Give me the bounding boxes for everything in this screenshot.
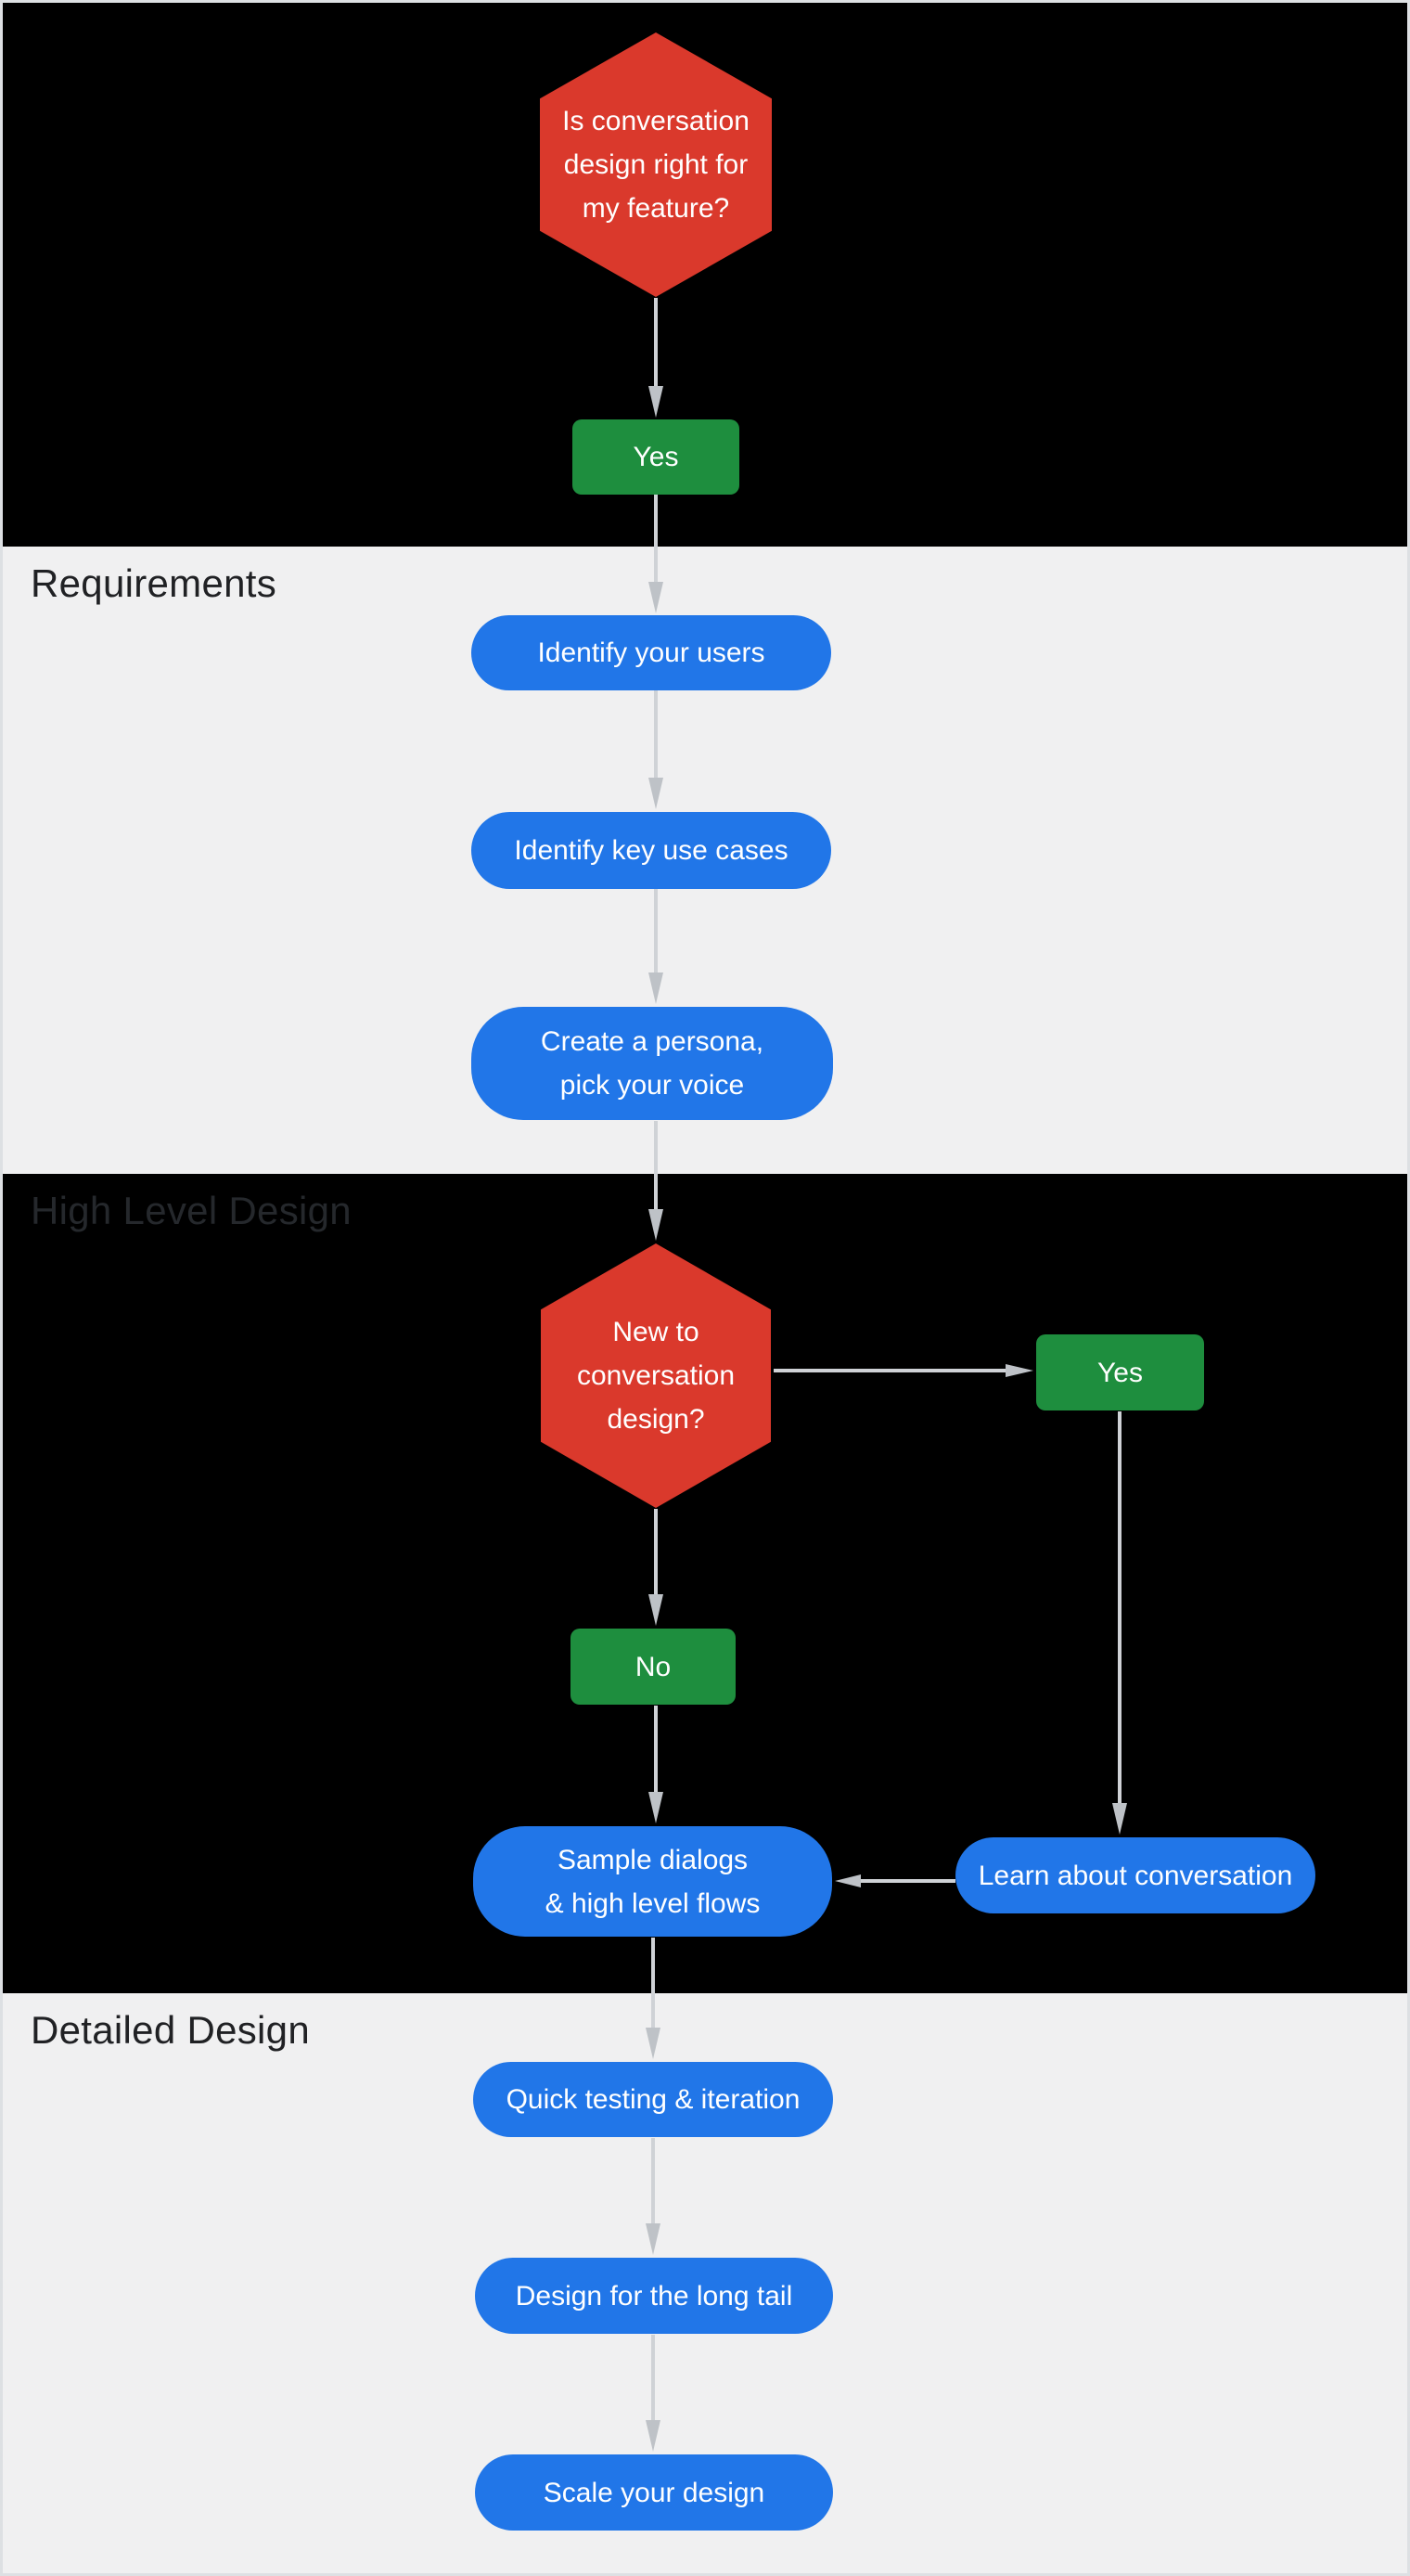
answer-yes-new[interactable]: Yes — [1036, 1334, 1204, 1410]
step-quick-testing-iteration[interactable]: Quick testing & iteration — [473, 2062, 833, 2137]
answer-label: No — [634, 1651, 672, 1682]
step-label: Identify your users — [537, 638, 765, 668]
decision-line: New to — [612, 1317, 699, 1347]
step-line: pick your voice — [559, 1070, 745, 1101]
step-identify-key-use-cases[interactable]: Identify key use cases — [471, 812, 831, 889]
answer-no-new[interactable]: No — [570, 1629, 736, 1705]
decision-line: conversation — [576, 1360, 736, 1391]
step-label: Scale your design — [543, 2477, 765, 2508]
answer-yes-start[interactable]: Yes — [572, 419, 739, 495]
decision-is-conversation-design-right[interactable]: Is conversation design right for my feat… — [540, 32, 772, 297]
section-title-detailed-design: Detailed Design — [31, 2008, 311, 2052]
decision-line: design right for — [563, 149, 749, 180]
section-title-requirements: Requirements — [31, 561, 277, 605]
step-line: & high level flows — [545, 1887, 761, 1919]
answer-label: Yes — [633, 442, 679, 472]
decision-line: my feature? — [582, 193, 730, 224]
step-scale-your-design[interactable]: Scale your design — [475, 2454, 833, 2531]
step-label: Design for the long tail — [515, 2280, 793, 2312]
step-label: Learn about conversation — [978, 1860, 1293, 1891]
section-title-high-level-design: High Level Design — [31, 1189, 352, 1232]
decision-line: Is conversation — [562, 106, 750, 136]
step-label: Quick testing & iteration — [506, 2084, 801, 2115]
step-line: Sample dialogs — [557, 1844, 749, 1875]
decision-line: design? — [607, 1404, 705, 1435]
step-identify-your-users[interactable]: Identify your users — [471, 615, 831, 690]
step-create-a-persona[interactable]: Create a persona, pick your voice — [471, 1007, 833, 1120]
step-design-for-long-tail[interactable]: Design for the long tail — [475, 2258, 833, 2334]
step-line: Create a persona, — [540, 1026, 764, 1057]
step-sample-dialogs[interactable]: Sample dialogs & high level flows — [473, 1826, 832, 1937]
step-label: Identify key use cases — [514, 835, 788, 866]
step-learn-about-conversation[interactable]: Learn about conversation — [955, 1837, 1315, 1913]
answer-label: Yes — [1097, 1357, 1143, 1388]
